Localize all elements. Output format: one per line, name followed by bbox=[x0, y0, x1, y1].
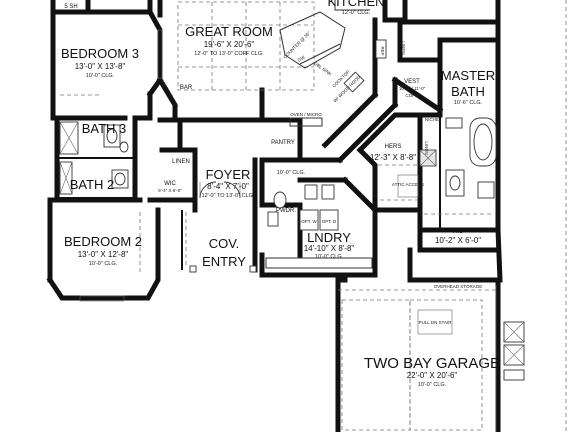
pwdr-label: PWDR. bbox=[276, 208, 296, 214]
bedroom2-clg: 10'-0" CLG. bbox=[89, 261, 118, 267]
laundry-name: LNDRY bbox=[307, 230, 351, 245]
pull-down-label: PULL DN STAIR bbox=[418, 320, 452, 325]
niche-label: NICHE bbox=[425, 117, 439, 122]
vest-dim: 10'-0" / 11'-0" bbox=[399, 86, 426, 91]
bath2-name: BATH 2 bbox=[70, 177, 115, 192]
kitchen-clg: 12'-0" CLG. bbox=[342, 10, 371, 16]
laundry-dim: 14'-10" X 8'-8" bbox=[304, 244, 355, 253]
master-bath-clg: 10'-6" CLG. bbox=[454, 100, 483, 106]
hers-name: HERS bbox=[385, 144, 402, 150]
ten-clg-label: 10'-0" CLG. bbox=[277, 170, 306, 176]
linen-left-label: LINEN bbox=[172, 159, 190, 165]
foyer-clg: 12'-0" TO 13'-0" CLG. bbox=[202, 193, 255, 199]
great-room-clg: 12'-0" TO 13'-0" COFF CLG. bbox=[194, 51, 264, 57]
ref-label: REF bbox=[380, 47, 385, 56]
bath3-name: BATH 3 bbox=[82, 121, 127, 136]
foyer-name: FOYER bbox=[206, 167, 251, 182]
soffit-label: SOFFIT @ 8'-0" bbox=[159, 78, 180, 109]
counter-label: COUNTER @ 36" bbox=[282, 30, 311, 59]
cov-entry-line2: ENTRY bbox=[202, 254, 246, 269]
foyer-dim: 8'-4" X 7'-0" bbox=[207, 182, 249, 191]
five-sh-label: 5 SH bbox=[64, 4, 77, 10]
linen-top-label: LINEN bbox=[401, 41, 406, 54]
opt-d-label: OPT. D bbox=[322, 219, 337, 224]
great-room-dim: 19'-6" X 20'-6" bbox=[204, 40, 255, 49]
wic-label: WIC bbox=[164, 181, 176, 187]
bedroom3-dim: 13'-0" X 13'-8" bbox=[75, 62, 126, 71]
garage-dim: 22'-0" X 20'-6" bbox=[407, 371, 458, 380]
his-dim: 10'-2" X 6'-0" bbox=[435, 236, 481, 245]
dw-label: DW bbox=[297, 54, 307, 62]
bar-label: BAR bbox=[180, 85, 193, 91]
master-bath-line2: BATH bbox=[451, 84, 485, 99]
kitchen-name: KITCHEN bbox=[327, 0, 384, 9]
attic-access-label: ATTIC ACCESS bbox=[392, 182, 424, 187]
bedroom3-name: BEDROOM 3 bbox=[61, 46, 139, 61]
details bbox=[59, 0, 567, 432]
garage-clg: 10'-0" CLG. bbox=[418, 382, 447, 388]
laundry-clg: 10'-0" CLG. bbox=[315, 254, 344, 260]
vest-name: VEST bbox=[404, 79, 420, 85]
oven-micro-label: OVEN / MICRO bbox=[290, 112, 322, 117]
bedroom3-clg: 10'-0" CLG. bbox=[86, 73, 115, 79]
hers-dim: 12'-3" X 8'-8" bbox=[370, 153, 416, 162]
cov-entry-line1: COV. bbox=[209, 236, 240, 251]
wic-dim: 5'-4" X 6'-0" bbox=[158, 188, 182, 193]
pantry-label: PANTRY bbox=[271, 140, 295, 146]
linen-bath-label: LINEN bbox=[424, 141, 429, 154]
bedroom2-name: BEDROOM 2 bbox=[64, 234, 142, 249]
bedroom2-dim: 13'-0" X 12'-8" bbox=[78, 250, 129, 259]
dbl-sink-label: DBL SINK bbox=[313, 61, 333, 77]
walls bbox=[46, 0, 503, 432]
garage-name: TWO BAY GARAGE bbox=[364, 355, 500, 372]
master-bath-line1: MASTER bbox=[441, 68, 495, 83]
opt-w-label: OPT. W bbox=[301, 219, 317, 224]
his-name: HIS bbox=[453, 229, 463, 235]
great-room-name: GREAT ROOM bbox=[185, 24, 273, 39]
overhead-storage-label: OVERHEAD STORAGE bbox=[434, 284, 482, 289]
vest-clg: COFF. bbox=[406, 93, 419, 98]
